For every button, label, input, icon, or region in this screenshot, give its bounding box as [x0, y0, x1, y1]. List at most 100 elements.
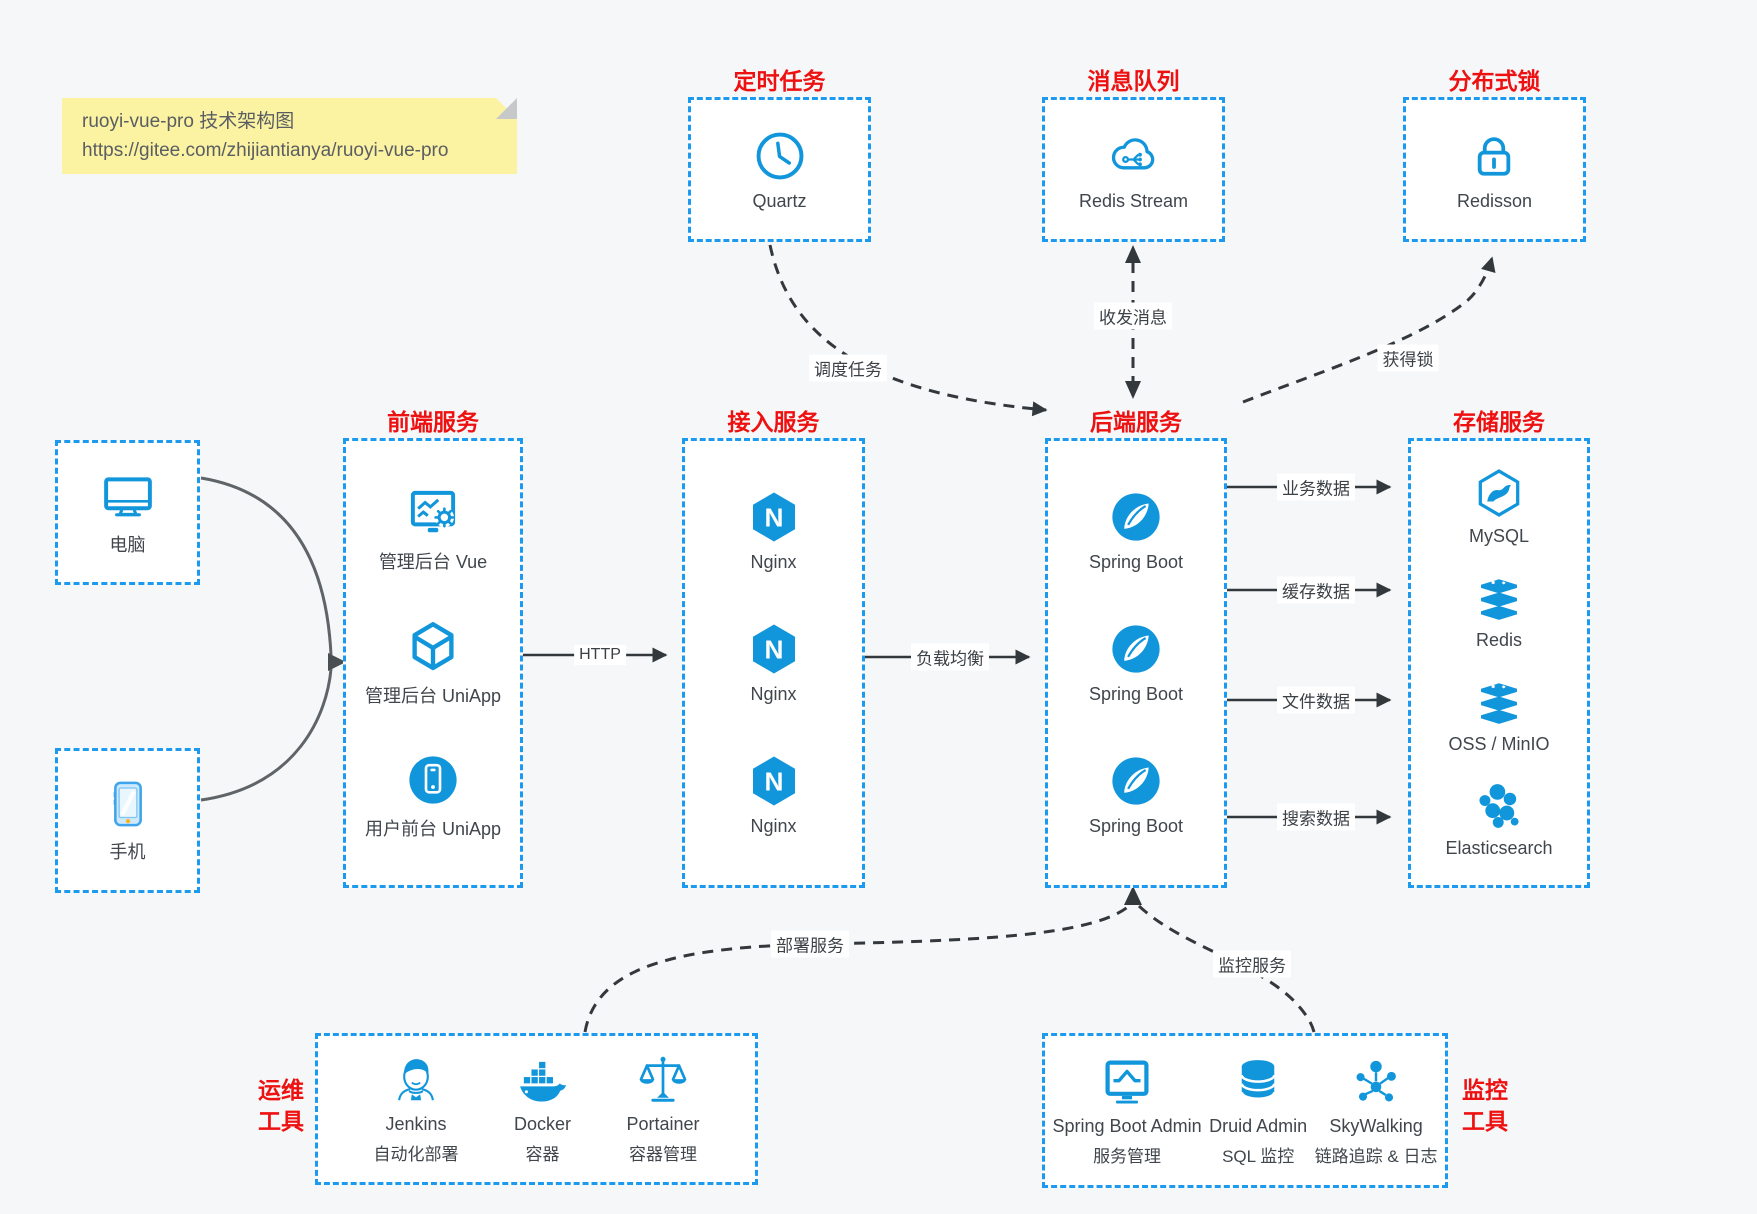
redis-icon: [1474, 573, 1524, 623]
edge-pc-to-frontend: [200, 476, 333, 656]
item-sub-label: SQL 监控: [1222, 1146, 1295, 1166]
admin-uniapp-item: 管理后台 UniApp: [365, 619, 501, 708]
edge-schedule-task: [768, 244, 1048, 417]
item-label: Druid Admin: [1209, 1115, 1308, 1136]
item-label: Redis: [1475, 630, 1523, 650]
redis-stream-item: Redis Stream: [1079, 128, 1188, 212]
svg-text:N: N: [764, 635, 783, 665]
spring-icon: [1108, 621, 1164, 677]
mobile-client-box: 手机: [55, 748, 200, 893]
item-label: SkyWalking: [1329, 1115, 1423, 1136]
nginx-item: N Nginx: [746, 489, 802, 573]
mysql-icon: [1473, 467, 1525, 519]
oss-icon: [1474, 677, 1524, 727]
nginx-icon: N: [746, 489, 802, 545]
item-sub-label: 服务管理: [1093, 1146, 1162, 1166]
backend-services-box: 后端服务 Spring Boot: [1045, 409, 1227, 888]
edge-mobile-to-frontend: [200, 668, 333, 802]
note-fold-icon: [496, 98, 517, 119]
sticky-note: ruoyi-vue-pro 技术架构图 https://gitee.com/zh…: [62, 98, 517, 174]
jenkins-item: Jenkins 自动化部署: [373, 1053, 458, 1165]
edge-label-monitor-service: 监控服务: [1213, 950, 1291, 978]
item-label: Docker: [513, 1114, 571, 1134]
pc-item: 电脑: [100, 468, 156, 557]
spring-icon: [1108, 753, 1164, 809]
portainer-item: Portainer 容器管理: [626, 1053, 700, 1165]
item-label: 手机: [109, 842, 146, 862]
arrowhead-message-down: [1125, 381, 1141, 399]
skywalking-icon: [1350, 1055, 1402, 1109]
message-queue-box: 消息队列 Redis Stream: [1042, 68, 1225, 242]
frontend-services-box: 前端服务 管理后台 Vue: [343, 409, 523, 888]
nginx-item: N Nginx: [746, 621, 802, 705]
ops-tools-box: Jenkins 自动化部署: [315, 1033, 758, 1185]
spring-boot-item: Spring Boot: [1089, 621, 1183, 705]
edge-label-schedule-task: 调度任务: [809, 354, 887, 382]
item-label: Spring Boot: [1088, 552, 1184, 572]
monitoring-tools-box: Spring Boot Admin 服务管理 Druid Admin SQL 监…: [1042, 1033, 1448, 1188]
portainer-icon: [636, 1053, 690, 1107]
item-sub-label: 链路追踪 & 日志: [1314, 1146, 1438, 1166]
item-label: OSS / MinIO: [1448, 734, 1550, 754]
item-label: 电脑: [109, 535, 146, 555]
docker-icon: [514, 1053, 570, 1107]
frontend-services-title: 前端服务: [387, 409, 479, 435]
mobile-app-icon: [405, 752, 461, 808]
edge-label-cache-data: 缓存数据: [1277, 576, 1355, 604]
item-label: Portainer: [626, 1114, 700, 1134]
item-label: Jenkins: [385, 1114, 447, 1134]
spring-boot-admin-icon: [1100, 1055, 1154, 1109]
svg-text:N: N: [764, 767, 783, 797]
jenkins-icon: [389, 1053, 443, 1107]
item-label: Spring Boot: [1088, 816, 1184, 836]
backend-services-title: 后端服务: [1090, 409, 1182, 435]
item-label: Spring Boot Admin: [1052, 1115, 1202, 1136]
distributed-lock-title: 分布式锁: [1448, 68, 1541, 94]
nginx-item: N Nginx: [746, 753, 802, 837]
item-label: 管理后台 UniApp: [364, 685, 502, 706]
mobile-item: 手机: [101, 777, 155, 864]
edge-label-business-data: 业务数据: [1277, 473, 1355, 501]
gateway-services-box: 接入服务 N Nginx N Nginx: [682, 409, 865, 888]
storage-services-title: 存储服务: [1453, 409, 1545, 435]
edge-label-http: HTTP: [574, 645, 626, 665]
item-label: Nginx: [750, 552, 797, 572]
docker-item: Docker 容器: [514, 1053, 571, 1165]
item-label: 管理后台 Vue: [378, 552, 488, 573]
mobile-icon: [101, 777, 155, 831]
spring-boot-item: Spring Boot: [1089, 489, 1183, 573]
nginx-icon: N: [746, 621, 802, 677]
admin-vue-icon: [404, 485, 462, 541]
edge-acquire-lock: [1242, 256, 1496, 404]
user-uniapp-item: 用户前台 UniApp: [365, 752, 501, 841]
storage-services-box: 存储服务 MySQL: [1408, 409, 1590, 888]
edge-deploy-service: [583, 904, 1130, 1033]
item-label: Spring Boot: [1088, 684, 1184, 704]
scheduled-task-box: 定时任务 Quartz: [688, 68, 871, 242]
item-sub-label: 自动化部署: [373, 1145, 459, 1164]
item-sub-label: 容器管理: [628, 1145, 697, 1164]
item-label: Redis Stream: [1078, 190, 1189, 211]
edge-label-file-data: 文件数据: [1277, 686, 1355, 714]
nginx-icon: N: [746, 753, 802, 809]
mysql-item: MySQL: [1469, 467, 1529, 547]
cube-icon: [405, 619, 461, 675]
admin-vue-item: 管理后台 Vue: [379, 485, 487, 574]
monitoring-tools-title: 监控 工具: [1462, 1077, 1508, 1135]
item-label: Nginx: [750, 684, 797, 704]
pc-client-box: 电脑: [55, 440, 200, 585]
edge-label-message: 收发消息: [1094, 302, 1172, 330]
quartz-item: Quartz: [752, 128, 808, 212]
edge-label-load-balance: 负载均衡: [911, 643, 989, 671]
note-url: https://gitee.com/zhijiantianya/ruoyi-vu…: [82, 140, 449, 162]
item-label: 用户前台 UniApp: [364, 818, 502, 839]
note-title: ruoyi-vue-pro 技术架构图: [82, 111, 295, 132]
ops-tools-title: 运维 工具: [258, 1077, 304, 1135]
redis-item: Redis: [1474, 573, 1524, 651]
edge-label-search-data: 搜索数据: [1277, 803, 1355, 831]
spring-boot-admin-item: Spring Boot Admin 服务管理: [1053, 1055, 1202, 1167]
lock-icon: [1467, 128, 1521, 184]
redisson-item: Redisson: [1457, 128, 1532, 212]
svg-text:N: N: [764, 503, 783, 533]
